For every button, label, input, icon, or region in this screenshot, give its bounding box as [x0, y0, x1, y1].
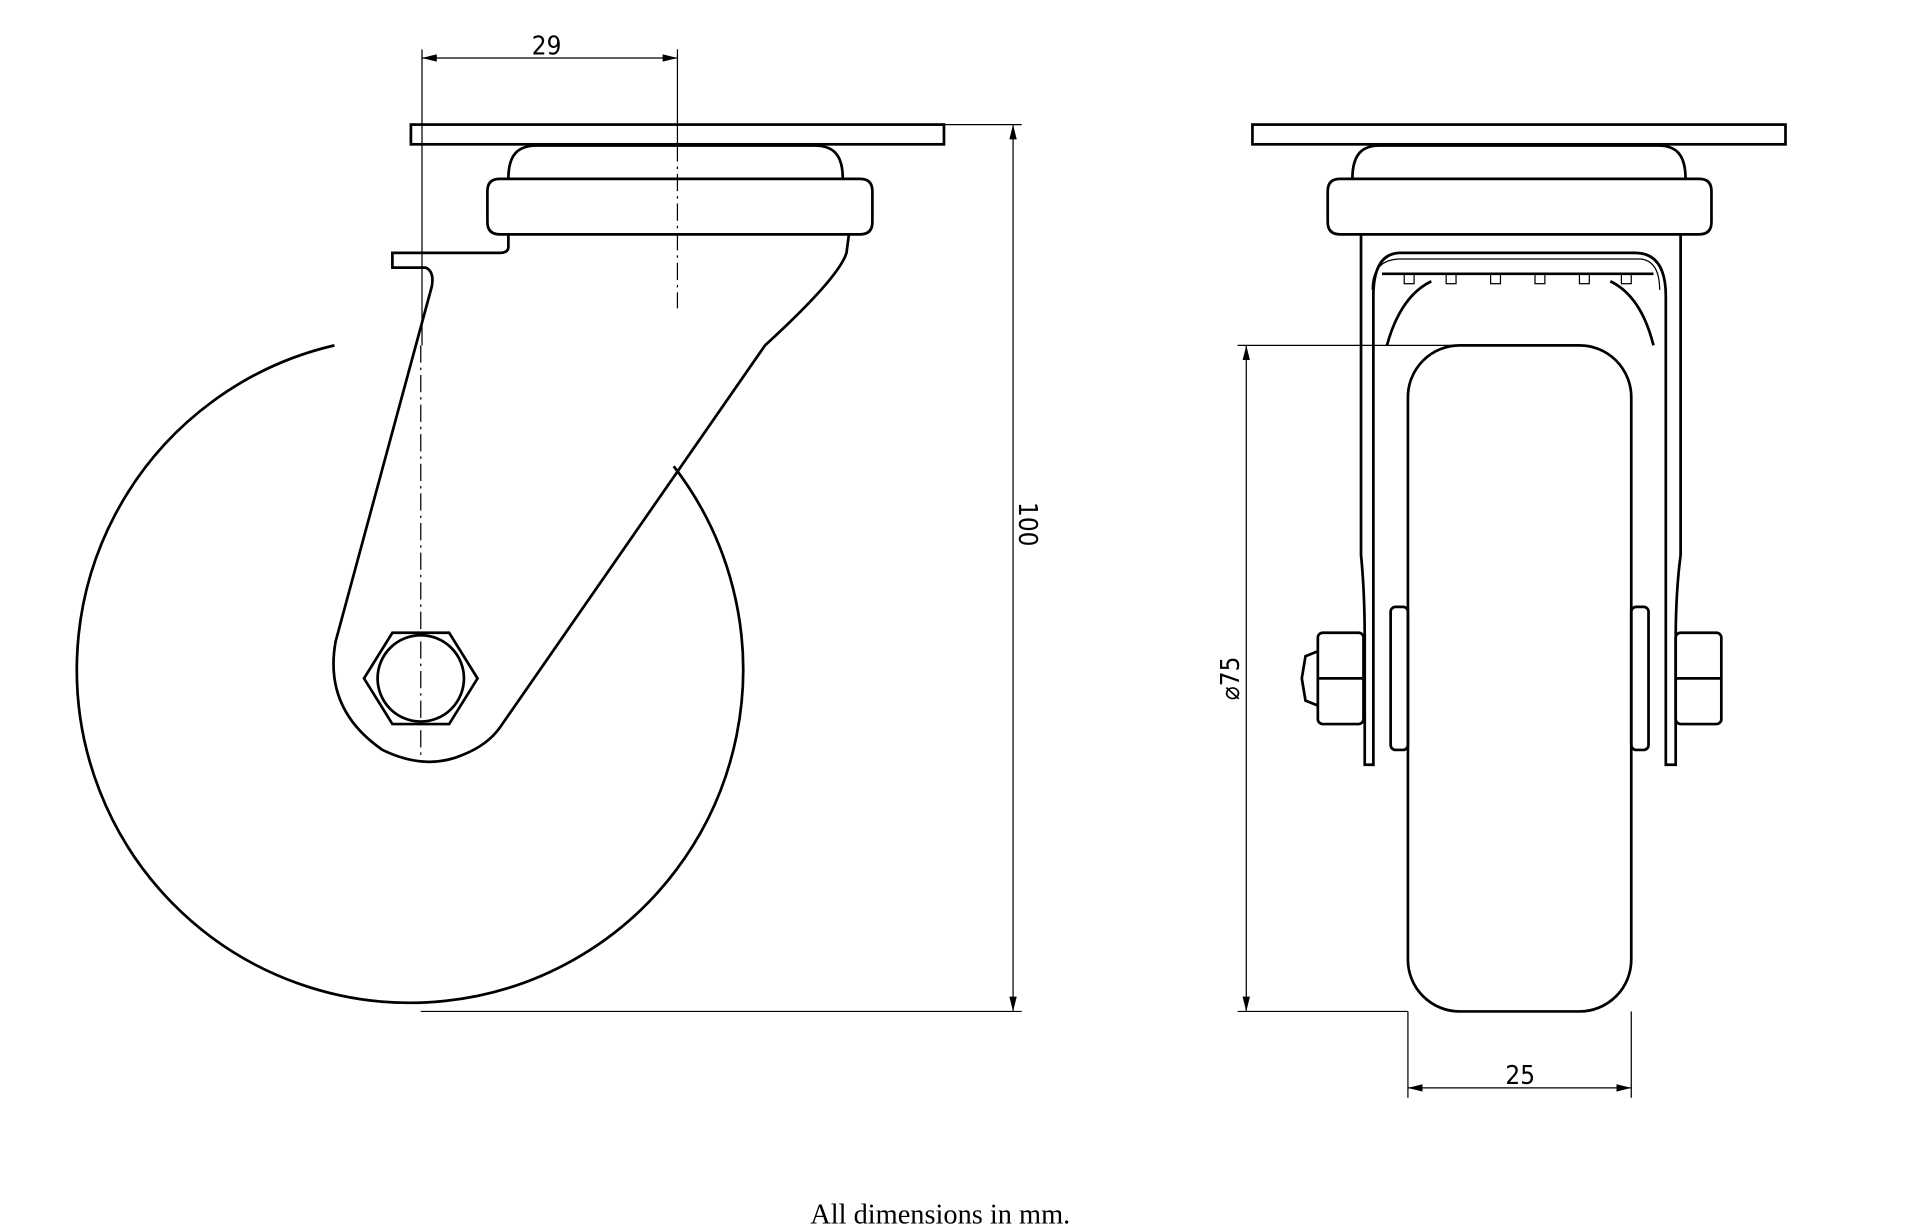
hex-nut: [362, 631, 480, 726]
fork: [1359, 234, 1682, 767]
hub-left: [1389, 605, 1410, 752]
swivel-dome: [1351, 144, 1687, 179]
wheel: [1406, 344, 1633, 1013]
swivel-dome: [507, 144, 845, 179]
side-view: 29 100: [75, 31, 1042, 1013]
bearing-balls: [1403, 273, 1632, 285]
swivel-ring: [486, 177, 874, 236]
diameter-dimension: ⌀75: [1216, 657, 1246, 701]
width-dimension: 25: [1505, 1061, 1535, 1091]
hub-right: [1629, 605, 1650, 752]
wheel: [75, 344, 745, 1005]
front-view: ⌀75 25: [1216, 123, 1787, 1098]
offset-dimension: 29: [532, 31, 562, 61]
height-dimension: 100: [1012, 502, 1042, 546]
swivel-ring: [1326, 177, 1713, 236]
fork-bracket: [332, 234, 851, 764]
caption: All dimensions in mm.: [810, 1200, 1070, 1231]
top-plate: [1251, 123, 1787, 146]
axle-tip: [1300, 650, 1319, 707]
